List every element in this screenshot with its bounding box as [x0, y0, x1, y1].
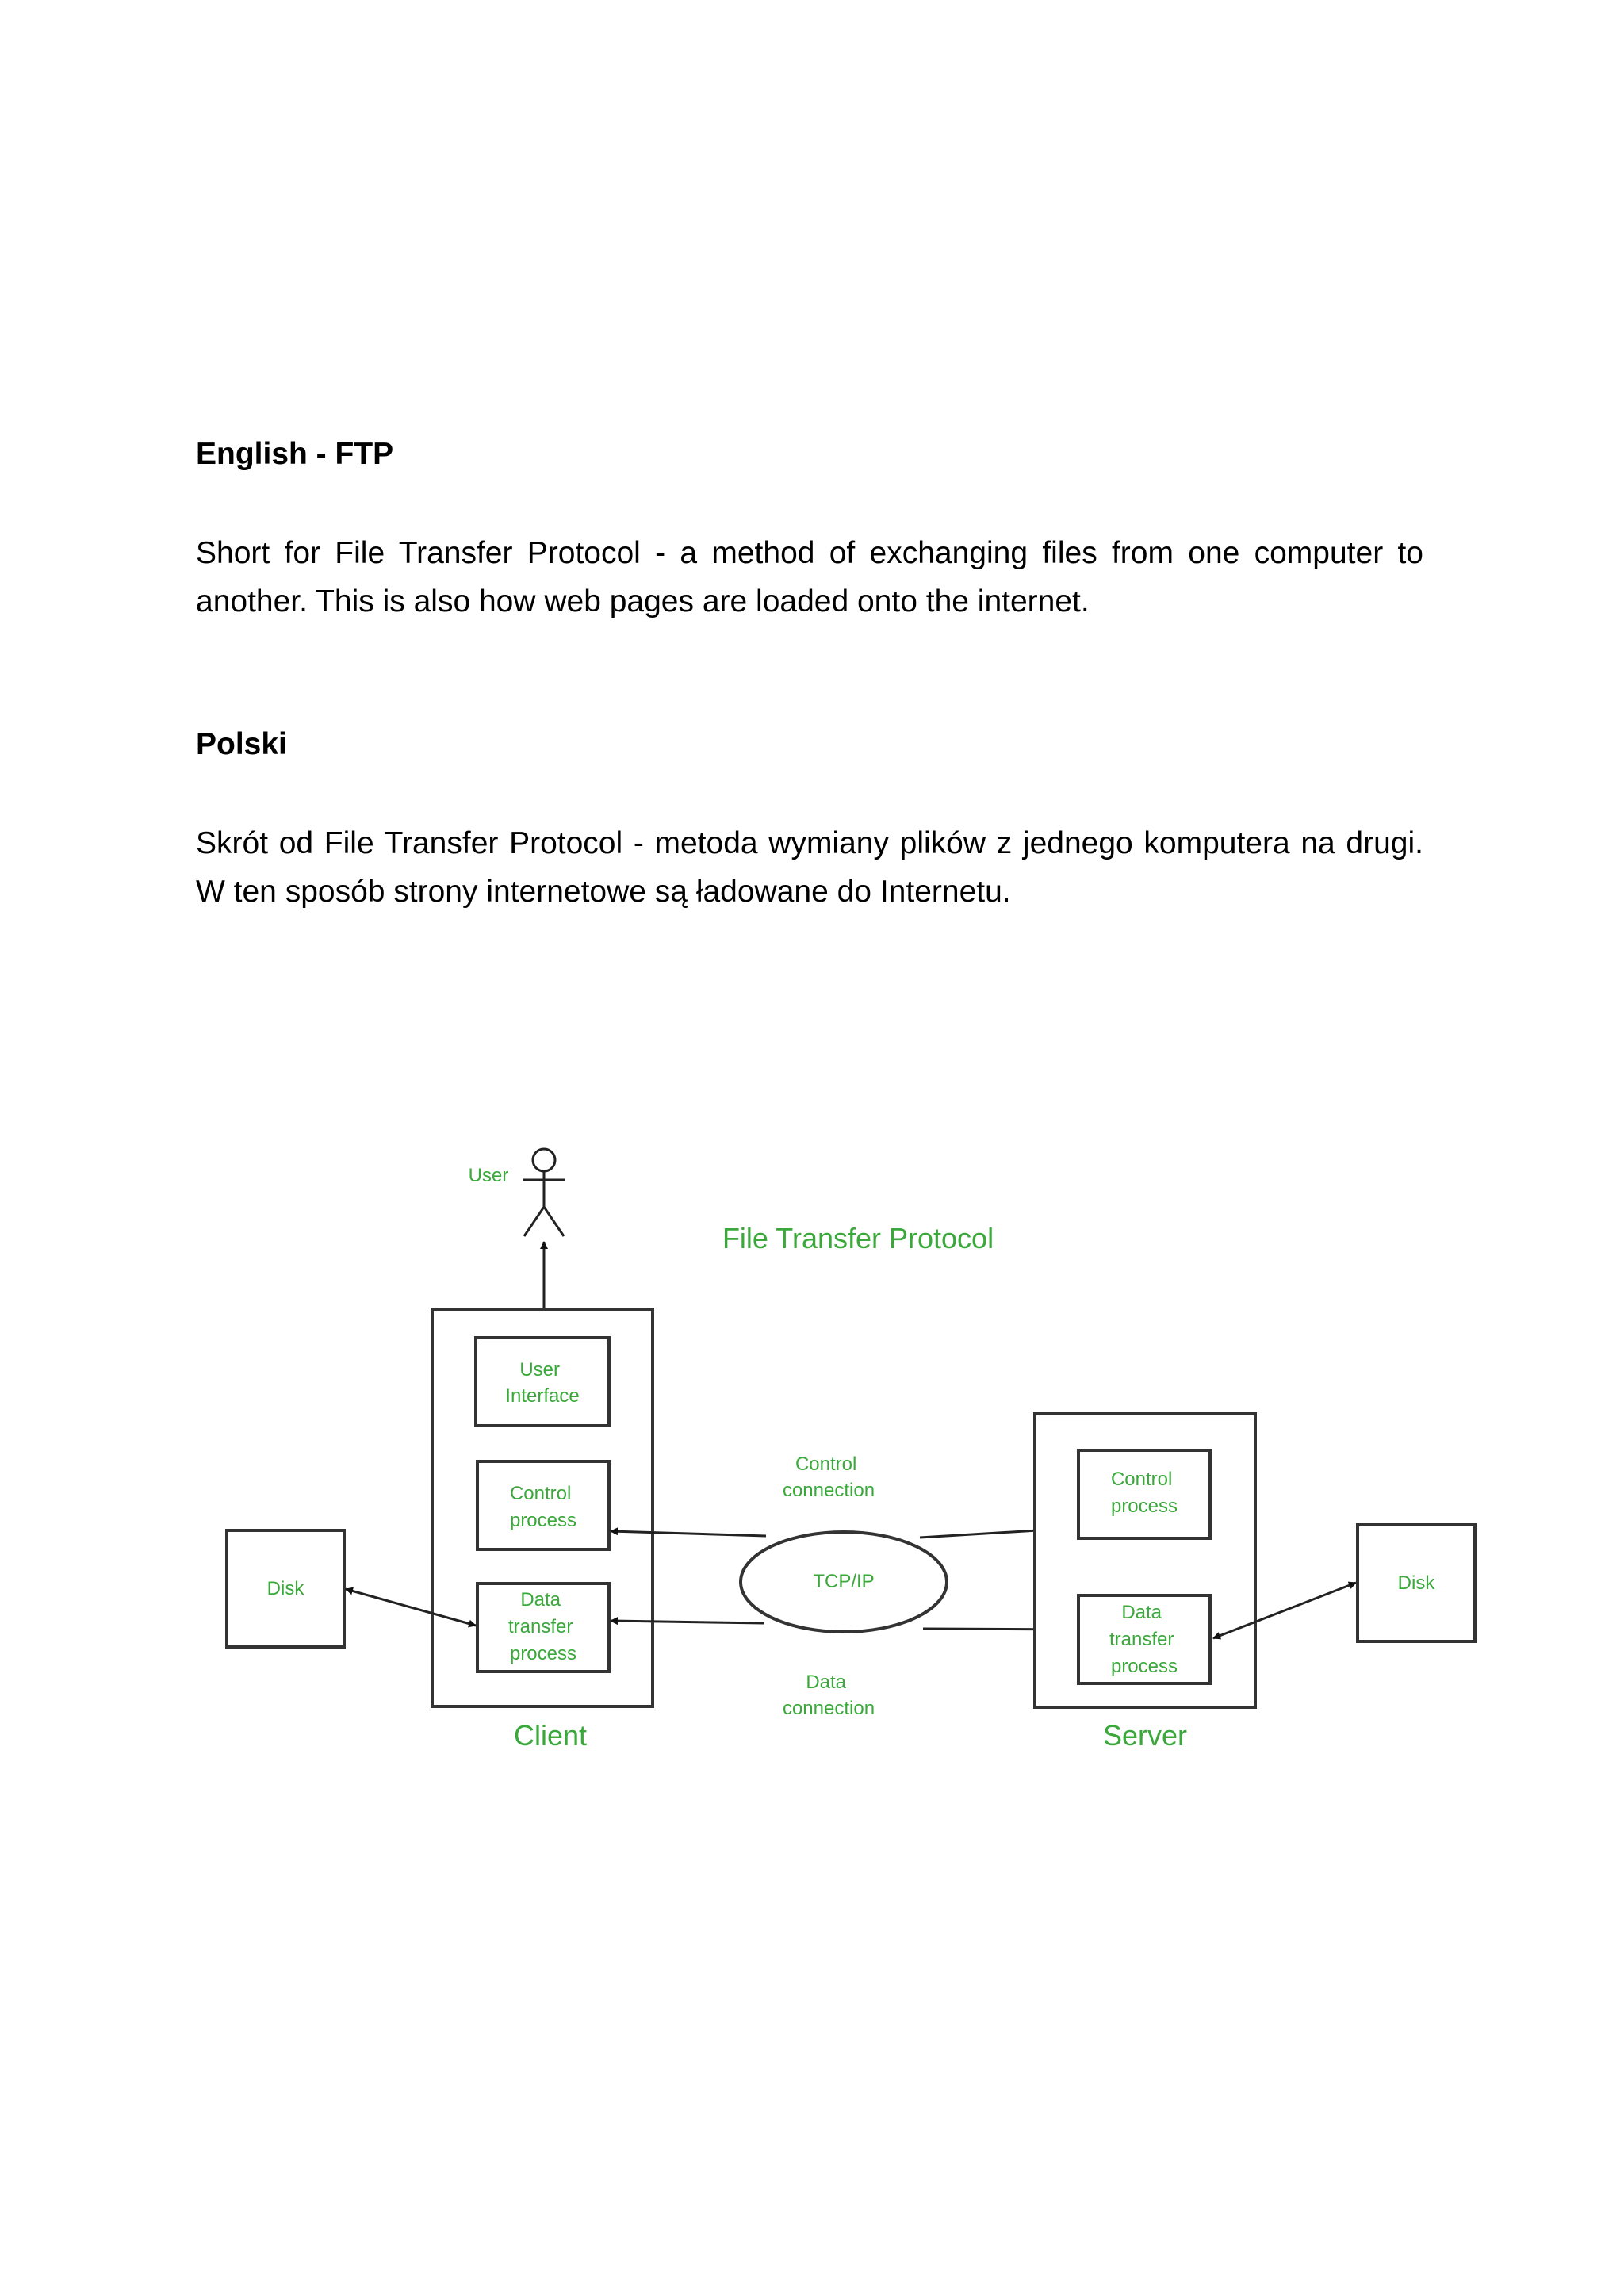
server-data-transfer-box: [1077, 1594, 1212, 1685]
english-heading: English - FTP: [196, 437, 394, 471]
data-connection-client-arrow: [610, 1617, 765, 1626]
client-data-transfer-box: [476, 1582, 611, 1673]
polski-paragraph: Skrót od File Transfer Protocol - metoda…: [196, 826, 1423, 909]
diagram-title: File Transfer Protocol: [722, 1222, 994, 1254]
tcpip-ellipse: [739, 1530, 948, 1633]
user-label: User: [469, 1165, 509, 1186]
polski-heading: Polski: [196, 727, 287, 761]
disk-right-arrow: [1212, 1581, 1357, 1640]
control-connection-label: Control connection: [783, 1453, 875, 1501]
server-data-transfer-label: Data transfer process: [1109, 1602, 1179, 1677]
server-label: Server: [1103, 1719, 1187, 1752]
control-connection-client-arrow: [610, 1527, 767, 1538]
english-paragraph: Short for File Transfer Protocol - a met…: [196, 536, 1423, 618]
client-label: Client: [514, 1719, 587, 1752]
data-connection-label: Data connection: [783, 1672, 875, 1719]
user-stick-figure-icon: [523, 1147, 565, 1237]
disk-left-label: Disk: [267, 1578, 305, 1599]
client-control-process-box: [476, 1460, 611, 1551]
user-interface-label: User Interface: [505, 1359, 579, 1407]
tcpip-label: TCP/IP: [813, 1571, 874, 1592]
disk-left-arrow: [345, 1587, 477, 1628]
disk-right-box: [1356, 1523, 1477, 1643]
user-interface-box: [474, 1336, 611, 1427]
client-control-process-label: Control process: [510, 1483, 576, 1531]
server-control-process-label: Control process: [1111, 1469, 1178, 1517]
disk-right-label: Disk: [1398, 1572, 1436, 1594]
client-data-transfer-label: Data transfer process: [508, 1589, 578, 1664]
disk-left-box: [225, 1529, 346, 1649]
server-control-process-box: [1077, 1449, 1212, 1540]
